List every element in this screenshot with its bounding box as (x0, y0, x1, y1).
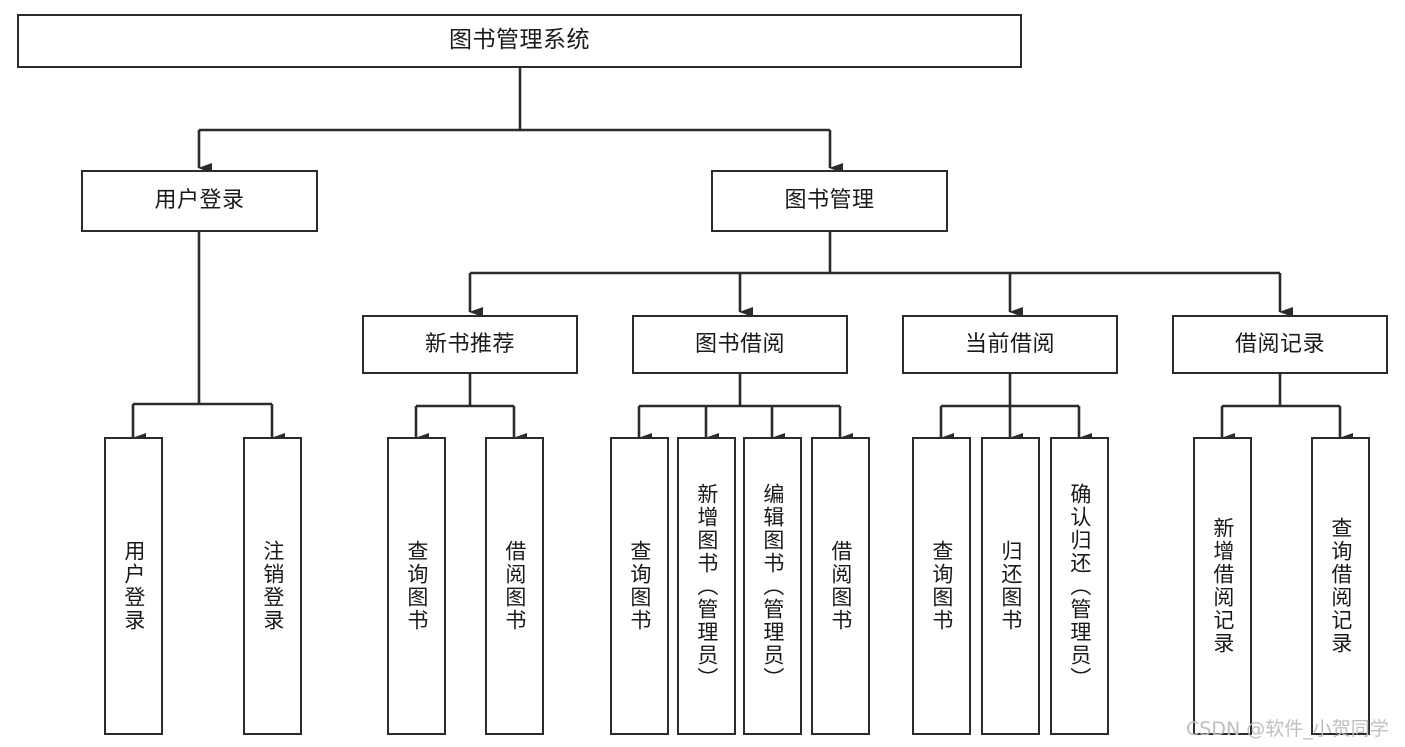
node-label: 新增借阅记录 (1210, 517, 1235, 655)
node-label: 查询图书 (627, 540, 652, 632)
node-label: 图书管理系统 (449, 27, 590, 54)
node-label: 借阅图书 (502, 540, 527, 632)
node-label: 借阅记录 (1234, 331, 1325, 357)
node-current-borrow[interactable]: 当前借阅 (902, 315, 1118, 374)
node-root-system[interactable]: 图书管理系统 (17, 14, 1022, 68)
leaf-edit-book-admin[interactable]: 编辑图书（管理员） (743, 437, 802, 735)
node-label: 当前借阅 (964, 331, 1055, 357)
leaf-query-book-borrow[interactable]: 查询图书 (610, 437, 669, 735)
node-label: 查询图书 (404, 540, 429, 632)
node-label: 新书推荐 (424, 331, 515, 357)
node-label: 图书借阅 (694, 331, 785, 357)
node-label: 查询图书 (929, 540, 954, 632)
node-label: 借阅图书 (828, 540, 853, 632)
leaf-confirm-return-admin[interactable]: 确认归还（管理员） (1050, 437, 1109, 735)
node-label: 新增图书（管理员） (694, 482, 719, 690)
node-user-login[interactable]: 用户登录 (81, 170, 318, 232)
node-label: 注销登录 (260, 540, 285, 632)
leaf-user-login[interactable]: 用户登录 (104, 437, 163, 735)
node-label: 图书管理 (784, 188, 875, 214)
node-book-borrow[interactable]: 图书借阅 (632, 315, 848, 374)
node-label: 用户登录 (121, 540, 146, 632)
leaf-query-borrow-record[interactable]: 查询借阅记录 (1311, 437, 1370, 735)
leaf-add-book-admin[interactable]: 新增图书（管理员） (677, 437, 736, 735)
node-book-management[interactable]: 图书管理 (711, 170, 948, 232)
leaf-borrow-book-new[interactable]: 借阅图书 (485, 437, 544, 735)
node-label: 用户登录 (154, 188, 245, 214)
node-new-book-recommend[interactable]: 新书推荐 (362, 315, 578, 374)
leaf-return-book[interactable]: 归还图书 (981, 437, 1040, 735)
leaf-query-book-new[interactable]: 查询图书 (387, 437, 446, 735)
leaf-borrow-book[interactable]: 借阅图书 (811, 437, 870, 735)
csdn-watermark: CSDN @软件_小贺同学 (1186, 718, 1389, 740)
leaf-logout[interactable]: 注销登录 (243, 437, 302, 735)
node-label: 编辑图书（管理员） (760, 482, 785, 690)
leaf-add-borrow-record[interactable]: 新增借阅记录 (1193, 437, 1252, 735)
node-borrow-records[interactable]: 借阅记录 (1172, 315, 1388, 374)
node-label: 归还图书 (998, 540, 1023, 632)
node-label: 查询借阅记录 (1328, 517, 1353, 655)
leaf-query-book-current[interactable]: 查询图书 (912, 437, 971, 735)
node-label: 确认归还（管理员） (1067, 482, 1092, 690)
